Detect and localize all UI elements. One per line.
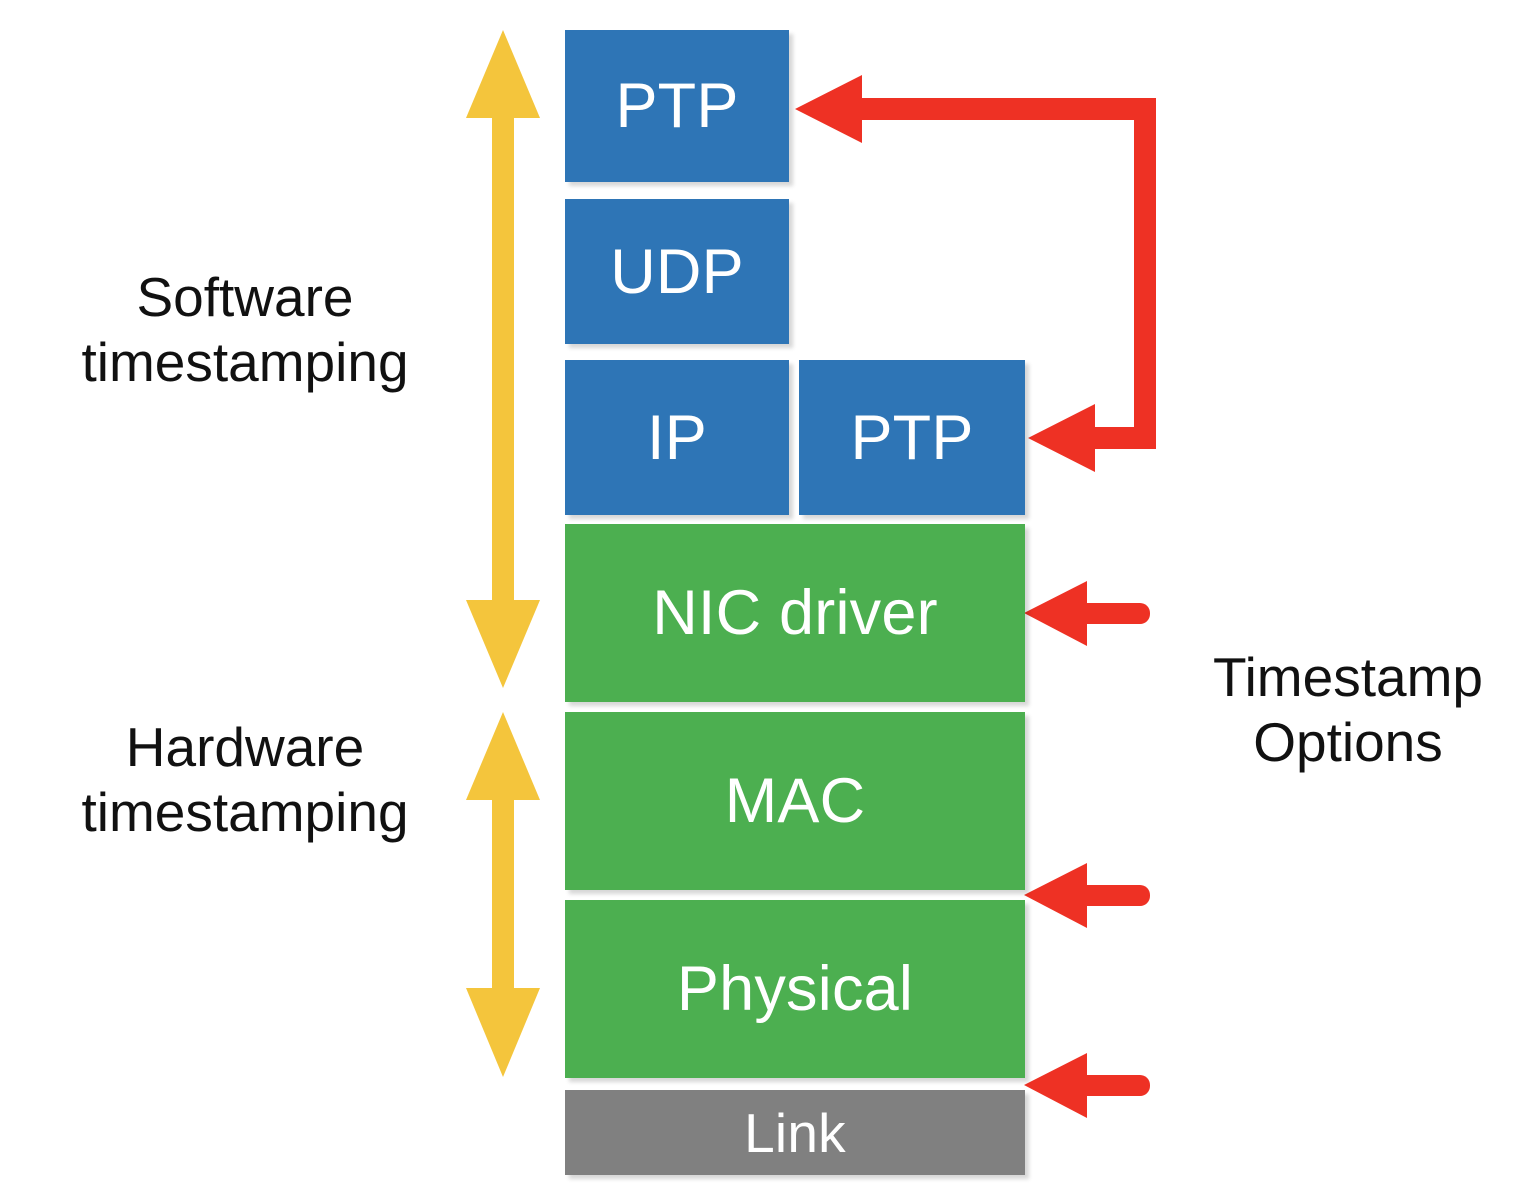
- hardware-span-arrow: [466, 712, 540, 1077]
- stack-box-ptp-top-label: PTP: [615, 71, 739, 141]
- stack-box-link-label: Link: [744, 1101, 846, 1164]
- stack-box-link[interactable]: Link: [565, 1090, 1025, 1175]
- stack-box-udp[interactable]: UDP: [565, 199, 789, 344]
- stack-box-nic-driver[interactable]: NIC driver: [565, 524, 1025, 702]
- timestamp-option-arrow-mac: [1024, 863, 1150, 928]
- stack-box-ip[interactable]: IP: [565, 360, 789, 515]
- stack-box-nic-driver-label: NIC driver: [652, 578, 938, 648]
- stack-box-mac-label: MAC: [724, 766, 866, 836]
- timestamp-option-arrow-physical: [1024, 1053, 1150, 1118]
- stack-box-ip-label: IP: [647, 402, 707, 473]
- stack-box-physical[interactable]: Physical: [565, 900, 1025, 1078]
- software-span-arrow: [466, 30, 540, 688]
- timestamp-options-label: Timestamp Options: [1213, 646, 1483, 773]
- stack-box-ptp-mid-label: PTP: [850, 402, 974, 473]
- stack-box-ptp-mid[interactable]: PTP: [799, 360, 1025, 515]
- stack-box-mac[interactable]: MAC: [565, 712, 1025, 890]
- stack-box-udp-label: UDP: [610, 236, 744, 307]
- timestamp-option-arrow-nic-driver: [1024, 581, 1150, 646]
- stack-box-physical-label: Physical: [676, 954, 914, 1024]
- stack-box-ptp-top[interactable]: PTP: [565, 30, 789, 182]
- hardware-timestamping-label: Hardware timestamping: [81, 716, 409, 843]
- software-timestamping-label: Software timestamping: [81, 266, 409, 393]
